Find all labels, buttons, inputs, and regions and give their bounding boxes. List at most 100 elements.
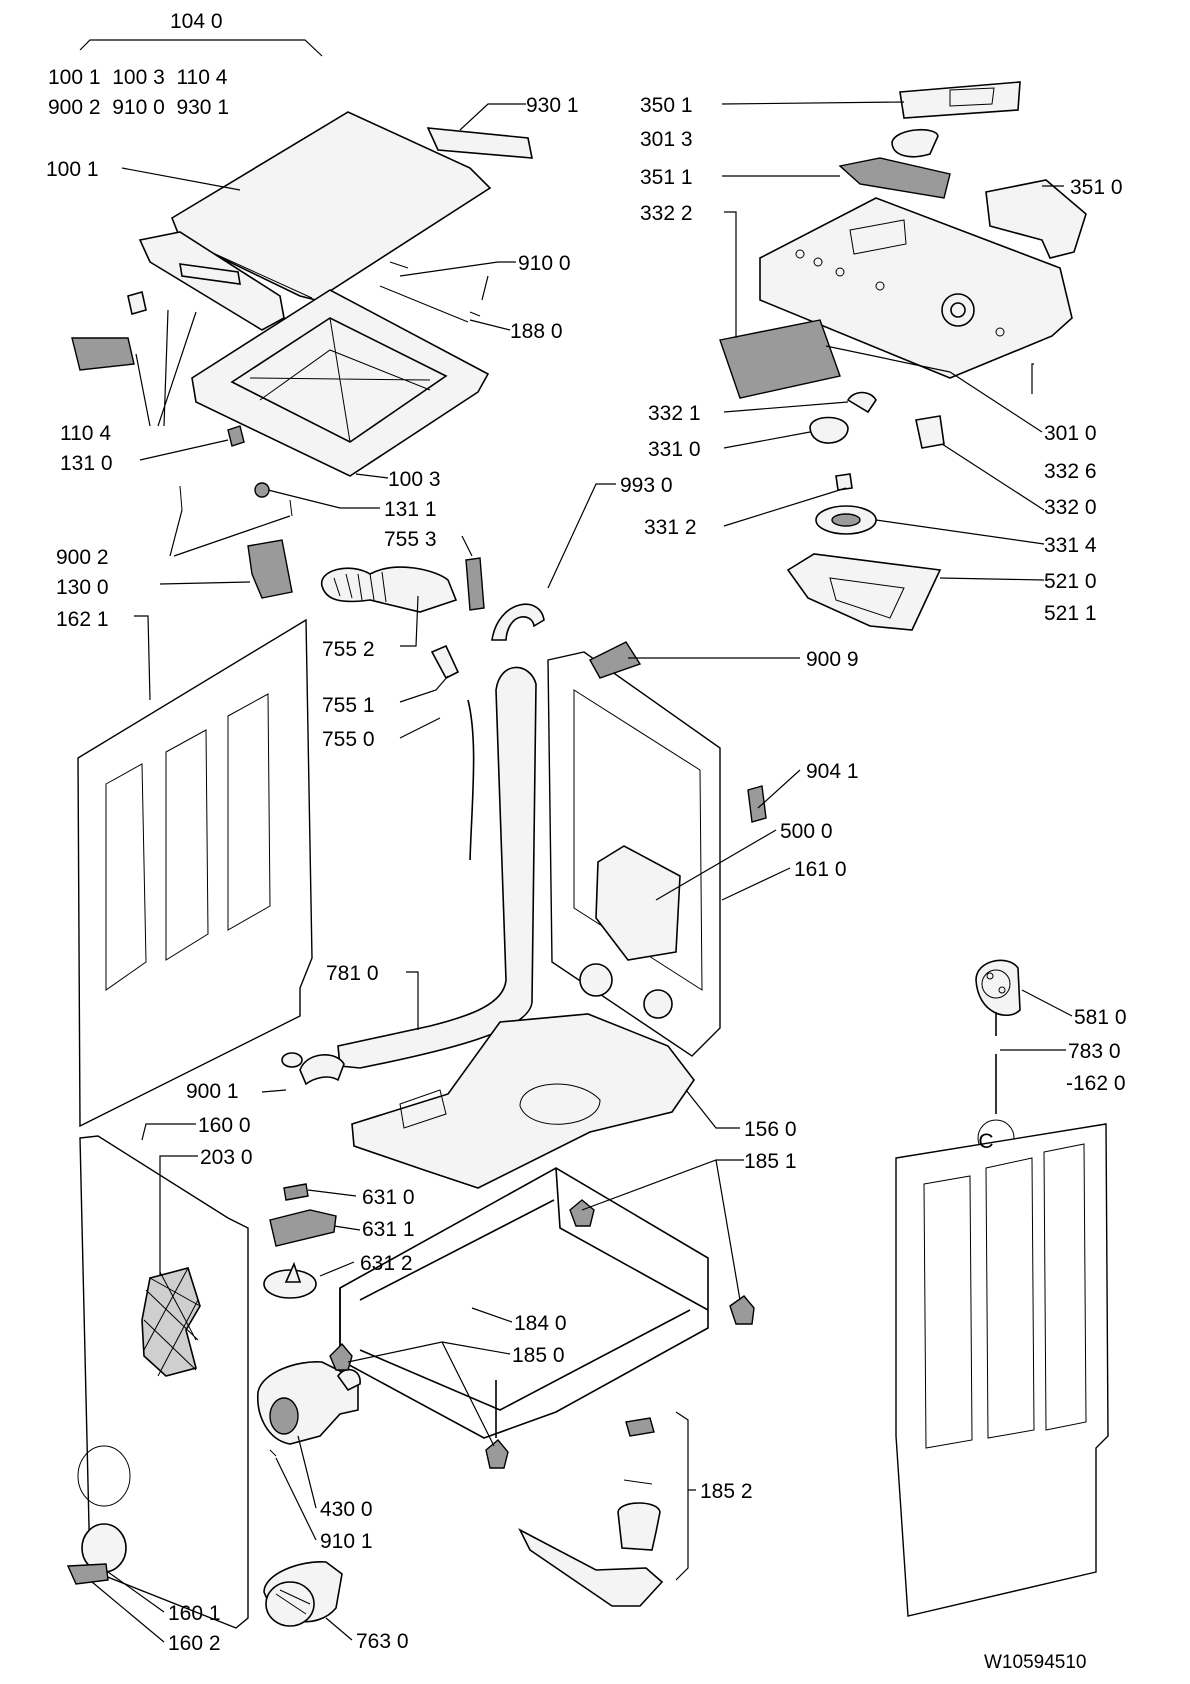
part-631-2 — [263, 1269, 317, 1299]
part-301-0-console — [759, 197, 1073, 379]
part-185-2-clip — [625, 1417, 655, 1437]
part-331-0-knob — [809, 416, 849, 444]
part-332-1 — [846, 391, 877, 414]
label-900-2: 900 2 — [56, 546, 109, 569]
hose-leaders — [261, 483, 616, 1093]
label-162-0: -162 0 — [1066, 1072, 1126, 1095]
front-panel-assembly — [66, 1135, 361, 1629]
part-900-9 — [589, 641, 642, 679]
part-500-0-module — [595, 845, 681, 961]
part-993-0 — [491, 603, 545, 641]
part-755-1 — [430, 644, 460, 680]
part-631-1 — [269, 1209, 337, 1247]
part-160-2 — [66, 1563, 109, 1585]
part-332-2-keys — [719, 319, 841, 399]
part-904-1 — [747, 785, 767, 823]
label-351-1: 351 1 — [640, 166, 693, 189]
drawing-reference: W10594510 — [984, 1652, 1086, 1673]
part-185-2-cup — [617, 1502, 661, 1551]
part-hinge — [127, 290, 147, 316]
label-500-0: 500 0 — [780, 820, 833, 843]
label-100-1: 100 1 — [46, 158, 99, 181]
label-581-0: 581 0 — [1074, 1006, 1127, 1029]
label-301-3: 301 3 — [640, 128, 693, 151]
part-185-1-foot-a — [569, 1199, 595, 1227]
label-130-0: 130 0 — [56, 576, 109, 599]
part-351-1 — [838, 157, 951, 199]
label-781-0: 781 0 — [326, 962, 379, 985]
label-755-0: 755 0 — [322, 728, 375, 751]
label-332-1: 332 1 — [648, 402, 701, 425]
label-783-0: 783 0 — [1068, 1040, 1121, 1063]
label-185-2: 185 2 — [700, 1480, 753, 1503]
label-131-1: 131 1 — [384, 498, 437, 521]
label-188-0: 188 0 — [510, 320, 563, 343]
part-781-0-drain-hose — [337, 666, 537, 1069]
label-301-0: 301 0 — [1044, 422, 1097, 445]
label-521-0: 521 0 — [1044, 570, 1097, 593]
group-row-2: 900 2 910 0 930 1 — [48, 96, 229, 119]
label-160-1: 160 1 — [168, 1602, 221, 1625]
part-110-4-handle — [138, 231, 285, 331]
label-131-0: 131 0 — [60, 452, 113, 475]
part-755-0-tube — [467, 699, 475, 861]
label-332-6: 332 6 — [1044, 460, 1097, 483]
label-331-2: 331 2 — [644, 516, 697, 539]
label-100-3: 100 3 — [388, 468, 441, 491]
label-755-1: 755 1 — [322, 694, 375, 717]
part-332-0 — [915, 415, 945, 449]
panel-leaders — [721, 101, 1064, 581]
label-900-9: 900 9 — [806, 648, 859, 671]
label-910-0: 910 0 — [518, 252, 571, 275]
part-203-0-mesh — [141, 1267, 201, 1377]
part-631-0 — [283, 1183, 309, 1201]
right-leaders — [1000, 989, 1073, 1051]
label-185-1: 185 1 — [744, 1150, 797, 1173]
part-130-0 — [247, 539, 293, 599]
part-930-1 — [426, 127, 533, 159]
cabinet-back — [77, 618, 767, 1189]
base-frame-assembly — [329, 1167, 755, 1607]
label-160-0: 160 0 — [198, 1114, 251, 1137]
part-162-0-side-panel — [895, 1123, 1109, 1617]
front-leaders — [91, 1123, 361, 1643]
part-162-1-side-panel — [77, 618, 313, 1128]
group-row-1: 100 1 100 3 110 4 — [48, 66, 228, 89]
lid-leaders — [121, 103, 526, 585]
label-156-0: 156 0 — [744, 1118, 797, 1141]
c-mark: C — [978, 1130, 993, 1153]
dispenser-hoses — [281, 557, 545, 1086]
part-160-0-front-panel — [79, 1135, 249, 1629]
right-side-assembly — [895, 959, 1109, 1617]
cabinet-leaders — [134, 615, 801, 1129]
label-910-1: 910 1 — [320, 1530, 373, 1553]
label-521-1: 521 1 — [1044, 602, 1097, 625]
label-332-2: 332 2 — [640, 202, 693, 225]
part-301-3-display — [891, 128, 939, 158]
lid-assembly — [71, 111, 533, 599]
part-755-3 — [465, 557, 485, 611]
part-131-0 — [227, 425, 245, 447]
part-185-0-foot-b — [485, 1439, 509, 1469]
part-131-1 — [254, 482, 270, 498]
label-160-2: 160 2 — [168, 1632, 221, 1655]
label-350-1: 350 1 — [640, 94, 693, 117]
label-904-1: 904 1 — [806, 760, 859, 783]
label-430-0: 430 0 — [320, 1498, 373, 1521]
label-203-0: 203 0 — [200, 1146, 253, 1169]
control-panel-assembly — [719, 81, 1087, 631]
part-184-0-base-frame — [339, 1167, 709, 1439]
label-162-1: 162 1 — [56, 608, 109, 631]
part-labels: 930 1 100 1 910 0 188 0 110 4 131 0 100 … — [46, 94, 1127, 1655]
part-350-1-board — [899, 81, 1021, 119]
label-110-4: 110 4 — [60, 422, 111, 445]
part-156-0-base — [351, 1013, 695, 1189]
part-521-0-drawer — [786, 553, 942, 631]
label-332-0: 332 0 — [1044, 496, 1097, 519]
label-755-2: 755 2 — [322, 638, 375, 661]
group-title: 104 0 — [170, 10, 223, 33]
label-763-0: 763 0 — [356, 1630, 409, 1653]
label-993-0: 993 0 — [620, 474, 673, 497]
label-930-1: 930 1 — [526, 94, 579, 117]
